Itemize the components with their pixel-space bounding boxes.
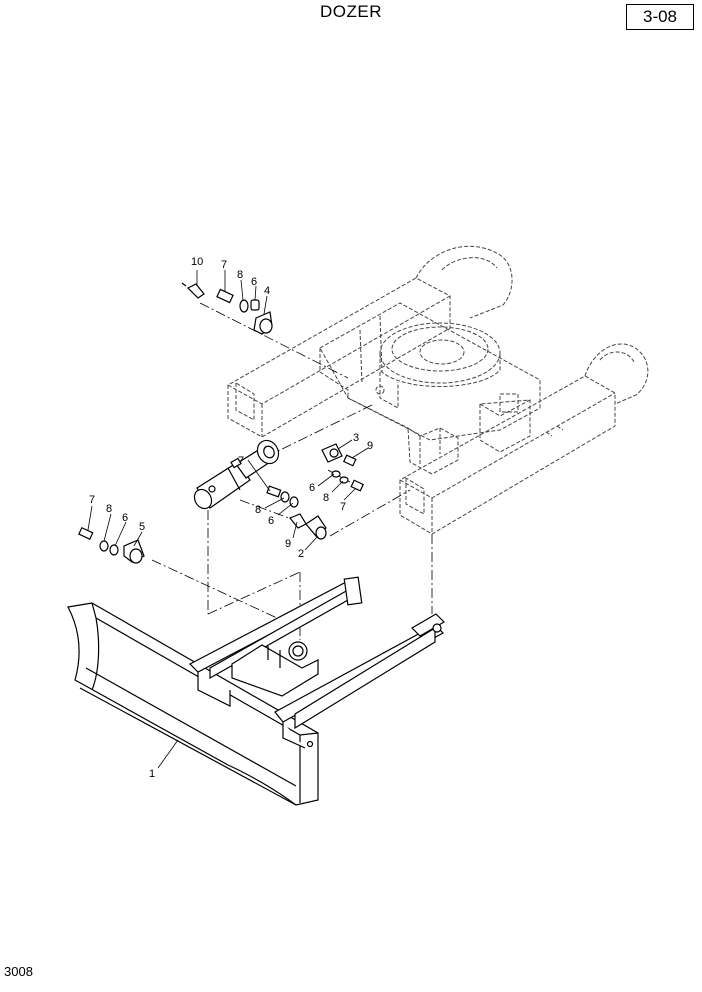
alignment-centrelines bbox=[151, 302, 433, 640]
callout-10: 10 bbox=[191, 256, 203, 268]
callout-3-pin: 3 bbox=[353, 432, 359, 444]
pin-hardware-top bbox=[181, 282, 273, 335]
callout-2-pin: 2 bbox=[298, 548, 304, 560]
callout-7-bolt-left: 7 bbox=[89, 494, 95, 506]
callout-1-blade: 1 bbox=[149, 768, 155, 780]
pin-hardware-middle bbox=[266, 485, 327, 540]
callout-6-bushing-top: 6 bbox=[251, 276, 257, 288]
callout-9-fitting-right: 9 bbox=[367, 440, 373, 452]
undercarriage-frame-phantom bbox=[227, 245, 649, 535]
callout-7-bolt-top: 7 bbox=[221, 259, 227, 271]
pin-hardware-left bbox=[78, 526, 145, 564]
callout-8-washer-left: 8 bbox=[106, 503, 112, 515]
callout-4-pin: 4 bbox=[264, 285, 270, 297]
callout-numbers: 10 7 8 6 4 3 9 7 8 6 6 8 7 9 2 7 8 6 5 1 bbox=[89, 256, 373, 780]
callout-leaders bbox=[87, 270, 369, 769]
dozer-blade-assembly bbox=[67, 576, 445, 806]
callout-7-bolt-right: 7 bbox=[340, 501, 346, 513]
callout-9-fitting-mid: 9 bbox=[285, 538, 291, 550]
grease-fitting-group-right bbox=[321, 443, 365, 492]
figure-code: 3008 bbox=[4, 964, 33, 979]
callout-6-bushing-left: 6 bbox=[122, 512, 128, 524]
callout-6-bushing-right: 6 bbox=[309, 482, 315, 494]
callout-8-washer-mid: 8 bbox=[255, 504, 261, 516]
callout-6-bushing-mid: 6 bbox=[268, 515, 274, 527]
page-title: DOZER bbox=[320, 2, 382, 21]
page-number-box: 3-08 bbox=[626, 4, 694, 30]
dozer-cylinder bbox=[193, 439, 280, 510]
callout-7-bolt-mid: 7 bbox=[238, 455, 244, 467]
callout-8-washer-right: 8 bbox=[323, 492, 329, 504]
callout-8-washer-top: 8 bbox=[237, 269, 243, 281]
callout-5-pin: 5 bbox=[139, 521, 145, 533]
